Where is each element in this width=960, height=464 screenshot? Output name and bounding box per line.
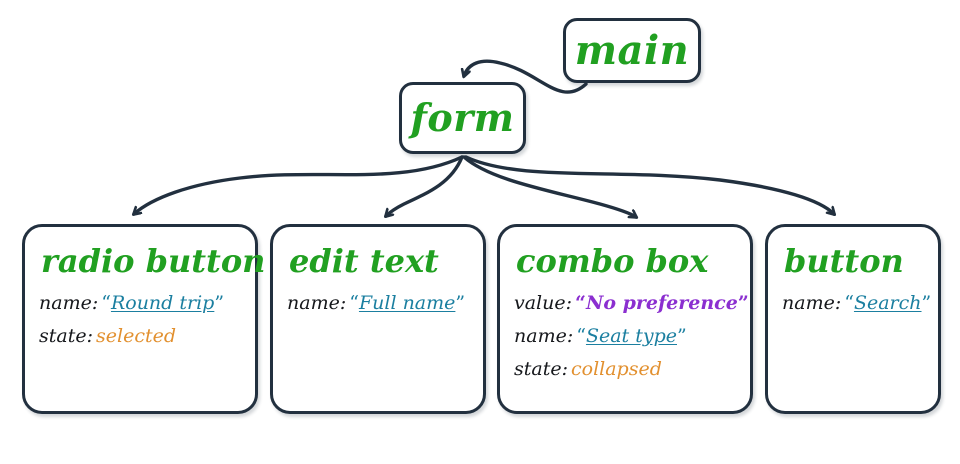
property-value-text: Round trip	[110, 291, 215, 314]
quote-close: ”	[214, 291, 225, 314]
quote-open: “	[349, 291, 359, 314]
property-value: “Search”	[841, 292, 931, 314]
edge-form-to-combo-box	[462, 155, 636, 217]
node-radio-button[interactable]: radio button name:“Round trip” state:sel…	[22, 224, 266, 414]
edge-form-to-radio-button	[134, 155, 464, 214]
node-radio-button-title: radio button	[41, 242, 266, 280]
property-value: “Seat type”	[573, 325, 686, 347]
property-key: state:	[39, 325, 93, 348]
property-row: name:“Round trip”	[39, 287, 255, 320]
property-row: name:“Seat type”	[514, 320, 750, 353]
property-value: collapsed	[571, 358, 662, 381]
property-key: name:	[287, 291, 347, 314]
property-key: name:	[39, 291, 99, 314]
combo-box-property-list: value:“No preference” name:“Seat type” s…	[500, 281, 750, 387]
quote-open: “	[575, 291, 586, 314]
quote-close: ”	[455, 291, 466, 314]
property-value: “Full name”	[346, 292, 465, 314]
property-row: name:“Full name”	[287, 287, 483, 320]
quote-open: “	[844, 291, 854, 314]
quote-close: ”	[921, 291, 932, 314]
property-value-text: Seat type	[585, 325, 677, 348]
node-combo-box[interactable]: combo box value:“No preference” name:“Se…	[497, 224, 753, 414]
radio-button-property-list: name:“Round trip” state:selected	[25, 281, 255, 354]
property-key: state:	[514, 358, 568, 381]
edit-text-property-list: name:“Full name”	[273, 281, 483, 320]
property-key: name:	[514, 325, 574, 348]
property-row: state:selected	[39, 320, 255, 353]
property-row: name:“Search”	[782, 287, 938, 320]
quote-open: “	[101, 291, 111, 314]
node-button-title: button	[784, 242, 904, 280]
node-combo-box-title: combo box	[516, 242, 709, 280]
property-key: value:	[514, 291, 573, 314]
property-value: “No preference”	[572, 292, 749, 314]
property-value: selected	[96, 325, 176, 348]
node-button[interactable]: button name:“Search”	[765, 224, 941, 414]
property-row: state:collapsed	[514, 353, 750, 386]
property-value-text: Full name	[358, 291, 456, 314]
node-main-title: main	[574, 26, 690, 74]
property-key: name:	[782, 291, 842, 314]
property-value-text: Search	[853, 291, 922, 314]
quote-close: ”	[677, 325, 687, 348]
node-edit-text-title: edit text	[289, 242, 439, 280]
property-value: “Round trip”	[98, 292, 224, 314]
edge-form-to-edit-text	[386, 155, 464, 216]
button-property-list: name:“Search”	[768, 281, 938, 320]
quote-close: ”	[737, 291, 749, 314]
property-value-text: No preference	[585, 291, 738, 314]
node-edit-text[interactable]: edit text name:“Full name”	[270, 224, 486, 414]
quote-open: “	[576, 325, 586, 348]
node-main[interactable]: main	[563, 18, 701, 83]
edge-form-to-button	[464, 155, 834, 214]
property-row: value:“No preference”	[514, 287, 750, 320]
node-form-title: form	[410, 95, 515, 140]
node-form[interactable]: form	[399, 82, 526, 154]
